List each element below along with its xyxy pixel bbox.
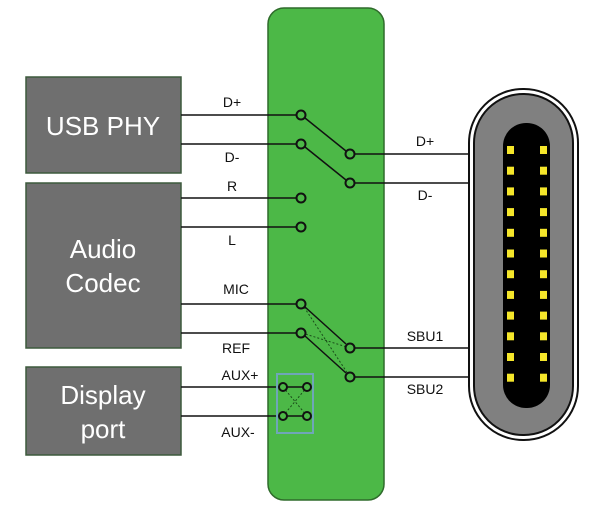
audio-codec-block: Audio Codec bbox=[25, 182, 182, 349]
label-d-minus: D- bbox=[225, 149, 240, 165]
connector-pin bbox=[540, 187, 547, 196]
left-wires bbox=[181, 114, 297, 417]
connector-pin bbox=[540, 373, 547, 382]
usb-c-connector bbox=[468, 88, 579, 441]
connector-pin bbox=[507, 270, 514, 279]
connector-pin bbox=[540, 332, 547, 341]
connector-pin bbox=[507, 228, 514, 237]
connector-pin bbox=[507, 373, 514, 382]
label-aux-plus: AUX+ bbox=[222, 367, 259, 383]
connector-pin bbox=[507, 332, 514, 341]
connector-pin bbox=[540, 208, 547, 217]
label-r: R bbox=[227, 178, 237, 194]
label-ref: REF bbox=[222, 340, 250, 356]
connector-pin bbox=[540, 353, 547, 361]
label-l: L bbox=[228, 232, 236, 248]
switch-ic bbox=[267, 7, 385, 501]
display-port-block: Display port bbox=[25, 366, 182, 456]
connector-pin bbox=[540, 249, 547, 258]
usb-phy-block: USB PHY bbox=[25, 76, 182, 174]
connector-pin bbox=[540, 311, 547, 320]
connector-pin bbox=[507, 187, 514, 196]
label-sbu1: SBU1 bbox=[407, 328, 444, 344]
label-sbu2: SBU2 bbox=[407, 381, 444, 397]
connector-pin bbox=[507, 290, 514, 299]
audio-label-1: Audio bbox=[70, 234, 137, 264]
connector-pin bbox=[540, 166, 547, 175]
display-label-1: Display bbox=[60, 380, 145, 410]
connector-pin bbox=[540, 228, 547, 237]
label-aux-minus: AUX- bbox=[221, 424, 255, 440]
connector-pin bbox=[507, 166, 514, 175]
usb-phy-label: USB PHY bbox=[46, 111, 160, 141]
audio-label-2: Codec bbox=[65, 268, 140, 298]
connector-pin bbox=[507, 146, 514, 154]
connector-pin bbox=[507, 208, 514, 217]
display-label-2: port bbox=[81, 414, 127, 444]
connector-pin bbox=[540, 290, 547, 299]
right-wires bbox=[354, 153, 470, 378]
switch-nodes bbox=[295, 109, 356, 383]
connector-pin bbox=[507, 249, 514, 258]
label-d-plus: D+ bbox=[223, 94, 241, 110]
connector-pin bbox=[540, 270, 547, 279]
label-right-d-plus: D+ bbox=[416, 133, 434, 149]
label-right-d-minus: D- bbox=[418, 187, 433, 203]
connector-pin bbox=[507, 311, 514, 320]
connector-pin bbox=[507, 353, 514, 361]
connector-pins bbox=[507, 146, 547, 382]
label-mic: MIC bbox=[223, 281, 249, 297]
connector-pin bbox=[540, 146, 547, 154]
aux-crossbar bbox=[276, 373, 314, 434]
switch-arms bbox=[301, 117, 351, 378]
